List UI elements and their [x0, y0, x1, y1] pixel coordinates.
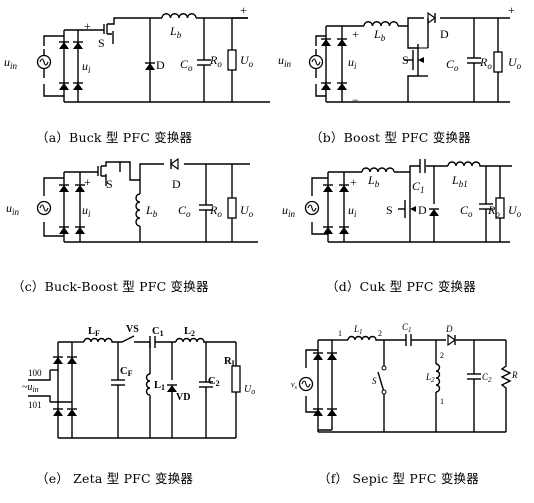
svg-text:Ro: Ro — [209, 53, 222, 69]
svg-text:vs: vs — [291, 380, 298, 391]
svg-text:101: 101 — [28, 400, 42, 410]
svg-text:ui: ui — [82, 203, 91, 219]
svg-text:D: D — [445, 324, 453, 334]
svg-text:RL: RL — [224, 356, 237, 368]
svg-text:Uo: Uo — [244, 384, 255, 396]
svg-text:Lb1: Lb1 — [451, 173, 468, 189]
svg-text:~uin: ~uin — [22, 382, 39, 394]
caption-f: （f） Sepic 型 PFC 变换器 — [318, 471, 479, 486]
svg-text:CF: CF — [120, 366, 133, 378]
svg-text:ui: ui — [348, 203, 357, 219]
svg-text:−: − — [350, 235, 357, 249]
svg-text:Co: Co — [446, 57, 459, 73]
svg-text:D: D — [156, 58, 165, 72]
circuit-b-boost: uin ui + − Lb S D Co Ro Uo + — [278, 3, 522, 107]
svg-text:Uo: Uo — [508, 203, 522, 219]
svg-text:Lb: Lb — [145, 203, 158, 219]
svg-text:C1: C1 — [412, 179, 425, 195]
svg-text:+: + — [84, 175, 91, 189]
svg-text:D: D — [440, 27, 449, 41]
svg-text:Co: Co — [460, 203, 473, 219]
svg-text:C1: C1 — [402, 322, 412, 334]
svg-text:−: − — [352, 93, 359, 107]
svg-text:L2: L2 — [425, 372, 435, 384]
circuit-e-zeta: LF VS C1 L2 CF L1 VD C2 RL Uo 100 ~uin 1… — [22, 324, 255, 439]
caption-a: （a）Buck 型 PFC 变换器 — [36, 130, 193, 145]
svg-text:S: S — [372, 376, 377, 386]
svg-text:uin: uin — [4, 55, 18, 71]
svg-text:S: S — [106, 177, 113, 191]
svg-text:Lb: Lb — [373, 27, 386, 43]
svg-text:uin: uin — [282, 203, 296, 219]
svg-text:L2: L2 — [184, 326, 195, 338]
svg-text:2: 2 — [378, 329, 382, 338]
svg-text:ui: ui — [82, 59, 91, 75]
svg-text:−: − — [84, 95, 91, 109]
caption-b: （b）Boost 型 PFC 变换器 — [310, 130, 471, 145]
svg-text:Ro: Ro — [209, 203, 222, 219]
svg-text:+: + — [352, 27, 359, 41]
svg-text:Lb: Lb — [169, 24, 182, 40]
svg-text:Ro: Ro — [487, 203, 500, 219]
svg-text:ui: ui — [348, 55, 357, 71]
svg-text:L1: L1 — [353, 324, 363, 336]
svg-text:1: 1 — [440, 397, 444, 406]
svg-text:+: + — [240, 3, 247, 17]
svg-text:Co: Co — [178, 203, 191, 219]
svg-text:Lb: Lb — [367, 173, 380, 189]
svg-text:C2: C2 — [482, 372, 492, 384]
svg-text:Uo: Uo — [240, 53, 254, 69]
svg-text:100: 100 — [28, 368, 42, 378]
svg-text:D: D — [418, 203, 427, 217]
circuit-a-buck: uin ui + − S D Lb Co Ro Uo + — [4, 3, 270, 109]
circuit-f-sepic: L1 2 C1 D vs S L2 2 1 1 C2 R — [291, 322, 518, 433]
caption-c: （c）Buck-Boost 型 PFC 变换器 — [12, 279, 209, 294]
svg-text:C1: C1 — [152, 326, 164, 338]
svg-text:+: + — [84, 19, 91, 33]
svg-text:1: 1 — [338, 329, 342, 338]
svg-text:VD: VD — [176, 392, 190, 403]
svg-text:LF: LF — [88, 326, 100, 338]
svg-text:S: S — [402, 53, 409, 67]
svg-text:VS: VS — [126, 324, 139, 335]
circuit-d-cuk: uin ui + − Lb C1 Lb1 S D Co Ro Uo — [282, 159, 522, 249]
svg-text:R: R — [511, 370, 518, 380]
caption-d: （d）Cuk 型 PFC 变换器 — [326, 279, 476, 294]
svg-text:+: + — [508, 3, 515, 17]
svg-text:Uo: Uo — [508, 55, 522, 71]
svg-text:D: D — [172, 177, 181, 191]
svg-text:uin: uin — [6, 201, 20, 217]
svg-text:uin: uin — [278, 53, 292, 69]
circuit-c-buckboost: uin ui + − S D Lb Co Ro Uo — [6, 158, 258, 249]
svg-text:C2: C2 — [208, 376, 220, 388]
svg-text:2: 2 — [440, 351, 444, 360]
svg-text:L1: L1 — [154, 380, 165, 392]
svg-text:Co: Co — [180, 57, 193, 73]
caption-e: （e） Zeta 型 PFC 变换器 — [36, 471, 194, 486]
svg-text:Uo: Uo — [240, 203, 254, 219]
svg-text:S: S — [98, 36, 105, 50]
svg-text:+: + — [350, 175, 357, 189]
svg-text:−: − — [84, 235, 91, 249]
svg-text:Ro: Ro — [479, 55, 492, 71]
svg-text:S: S — [386, 203, 393, 217]
